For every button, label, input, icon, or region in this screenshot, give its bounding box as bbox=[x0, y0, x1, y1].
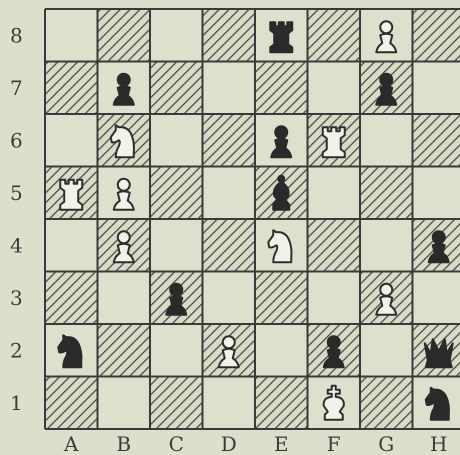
rank-labels: 8 7 6 5 4 3 2 1 bbox=[10, 23, 23, 415]
square-a1[interactable] bbox=[45, 377, 98, 430]
square-c8[interactable] bbox=[150, 9, 203, 62]
file-label: E bbox=[274, 432, 289, 455]
square-b1[interactable] bbox=[98, 377, 151, 430]
square-c4[interactable] bbox=[150, 219, 203, 272]
file-label: H bbox=[430, 432, 447, 455]
square-c6[interactable] bbox=[150, 114, 203, 167]
rank-label: 8 bbox=[10, 23, 23, 47]
square-g5[interactable] bbox=[360, 167, 413, 220]
square-g1[interactable] bbox=[360, 377, 413, 430]
square-b2[interactable] bbox=[98, 324, 151, 377]
file-label: C bbox=[169, 432, 184, 455]
square-f5[interactable] bbox=[308, 167, 361, 220]
square-f4[interactable] bbox=[308, 219, 361, 272]
square-d1[interactable] bbox=[203, 377, 256, 430]
file-label: D bbox=[221, 432, 237, 455]
file-label: G bbox=[378, 432, 394, 455]
square-e2[interactable] bbox=[255, 324, 308, 377]
rank-label: 5 bbox=[10, 181, 23, 205]
square-g4[interactable] bbox=[360, 219, 413, 272]
file-label: B bbox=[116, 432, 131, 455]
square-c1[interactable] bbox=[150, 377, 203, 430]
file-labels: A B C D E F G H bbox=[63, 432, 447, 455]
rank-label: 6 bbox=[10, 128, 23, 152]
file-label: A bbox=[63, 432, 79, 455]
rank-label: 4 bbox=[10, 233, 23, 257]
square-c5[interactable] bbox=[150, 167, 203, 220]
square-f3[interactable] bbox=[308, 272, 361, 325]
square-d6[interactable] bbox=[203, 114, 256, 167]
square-a6[interactable] bbox=[45, 114, 98, 167]
square-h6[interactable] bbox=[413, 114, 460, 167]
square-h3[interactable] bbox=[413, 272, 460, 325]
square-e3[interactable] bbox=[255, 272, 308, 325]
rank-label: 1 bbox=[10, 391, 23, 415]
square-b3[interactable] bbox=[98, 272, 151, 325]
square-h8[interactable] bbox=[413, 9, 460, 62]
square-b8[interactable] bbox=[98, 9, 151, 62]
white-rook-f6[interactable] bbox=[323, 127, 345, 157]
square-c7[interactable] bbox=[150, 62, 203, 115]
square-a8[interactable] bbox=[45, 9, 98, 62]
square-g6[interactable] bbox=[360, 114, 413, 167]
square-e1[interactable] bbox=[255, 377, 308, 430]
square-e7[interactable] bbox=[255, 62, 308, 115]
rank-label: 2 bbox=[10, 338, 23, 362]
square-a4[interactable] bbox=[45, 219, 98, 272]
square-d3[interactable] bbox=[203, 272, 256, 325]
square-f7[interactable] bbox=[308, 62, 361, 115]
square-g2[interactable] bbox=[360, 324, 413, 377]
square-h5[interactable] bbox=[413, 167, 460, 220]
square-h7[interactable] bbox=[413, 62, 460, 115]
square-c2[interactable] bbox=[150, 324, 203, 377]
file-label: F bbox=[327, 432, 341, 455]
white-rook-a5[interactable] bbox=[60, 180, 82, 210]
rank-label: 3 bbox=[10, 286, 23, 310]
black-rook-e8[interactable] bbox=[270, 22, 292, 52]
square-d4[interactable] bbox=[203, 219, 256, 272]
square-d8[interactable] bbox=[203, 9, 256, 62]
square-d7[interactable] bbox=[203, 62, 256, 115]
square-a3[interactable] bbox=[45, 272, 98, 325]
square-d5[interactable] bbox=[203, 167, 256, 220]
square-a7[interactable] bbox=[45, 62, 98, 115]
rank-label: 7 bbox=[10, 76, 23, 100]
square-f8[interactable] bbox=[308, 9, 361, 62]
